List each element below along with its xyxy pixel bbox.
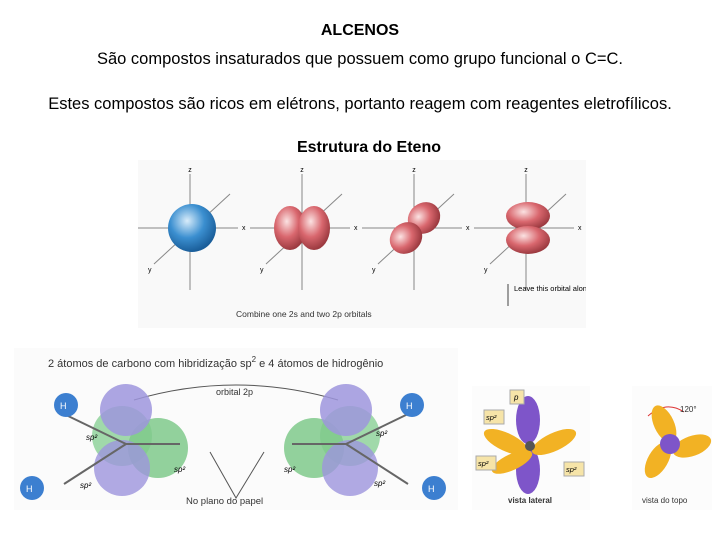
leave-orbital-note: Leave this orbital alone bbox=[514, 284, 586, 293]
svg-text:y: y bbox=[372, 267, 376, 274]
svg-text:H: H bbox=[406, 401, 413, 411]
p-orbital-panel-z: z x y Leave this orbital alone bbox=[474, 167, 586, 306]
left-carbon-orbitals bbox=[63, 384, 188, 496]
side-view-caption: vista lateral bbox=[508, 496, 552, 505]
svg-text:sp²: sp² bbox=[478, 459, 489, 468]
side-view-figure: p sp² sp² sp² vista lateral bbox=[472, 386, 590, 510]
right-carbon-orbitals bbox=[284, 384, 409, 496]
svg-text:sp²: sp² bbox=[486, 413, 497, 422]
section-subtitle: Estrutura do Eteno bbox=[296, 139, 441, 156]
svg-text:sp²: sp² bbox=[284, 465, 295, 474]
bottom-figure-heading: 2 átomos de carbono com hibridização sp2… bbox=[48, 355, 383, 370]
s-orbital bbox=[168, 204, 216, 252]
p-orbital-panel-x: z x y bbox=[250, 167, 358, 290]
plane-label: No plano do papel bbox=[186, 496, 263, 507]
svg-text:y: y bbox=[484, 267, 488, 274]
svg-text:H: H bbox=[60, 401, 67, 411]
angle-label: 120° bbox=[680, 405, 697, 414]
top-view-caption: vista do topo bbox=[642, 496, 688, 505]
svg-text:y: y bbox=[260, 267, 264, 274]
svg-text:x: x bbox=[354, 225, 358, 232]
top-figure-caption: Combine one 2s and two 2p orbitals bbox=[236, 309, 372, 319]
orbital-2p-label: orbital 2p bbox=[216, 387, 253, 397]
statement-text: Estes compostos são ricos em elétrons, p… bbox=[48, 95, 672, 113]
axis-x-label: x bbox=[242, 225, 246, 232]
ethene-sp2-figure: 2 átomos de carbono com hibridização sp2… bbox=[14, 348, 458, 510]
hydrogen-atoms: H H H H bbox=[20, 393, 446, 500]
top-view-figure: 120° vista do topo bbox=[632, 386, 712, 510]
svg-text:H: H bbox=[428, 484, 435, 494]
svg-text:sp²: sp² bbox=[174, 465, 185, 474]
svg-text:H: H bbox=[26, 484, 33, 494]
svg-text:sp²: sp² bbox=[374, 479, 385, 488]
axis-y-label: y bbox=[148, 267, 152, 274]
svg-text:z: z bbox=[524, 167, 528, 174]
svg-text:z: z bbox=[412, 167, 416, 174]
p-orbital-panel-y: z x y bbox=[362, 167, 470, 290]
svg-text:z: z bbox=[300, 167, 304, 174]
axis-z-label: z bbox=[188, 167, 192, 174]
s-orbital-panel: z x y bbox=[138, 167, 246, 290]
svg-text:sp²: sp² bbox=[80, 481, 91, 490]
hybridization-orbitals-figure: z x y z x y z x y z x y Leave this orbit bbox=[138, 160, 586, 328]
svg-text:x: x bbox=[578, 225, 582, 232]
svg-text:sp²: sp² bbox=[566, 465, 577, 474]
svg-text:sp²: sp² bbox=[376, 429, 387, 438]
svg-text:x: x bbox=[466, 225, 470, 232]
intro-text: São compostos insaturados que possuem co… bbox=[96, 50, 623, 68]
svg-text:sp²: sp² bbox=[86, 433, 97, 442]
page-title: ALCENOS bbox=[320, 22, 400, 39]
svg-text:p: p bbox=[513, 393, 519, 402]
